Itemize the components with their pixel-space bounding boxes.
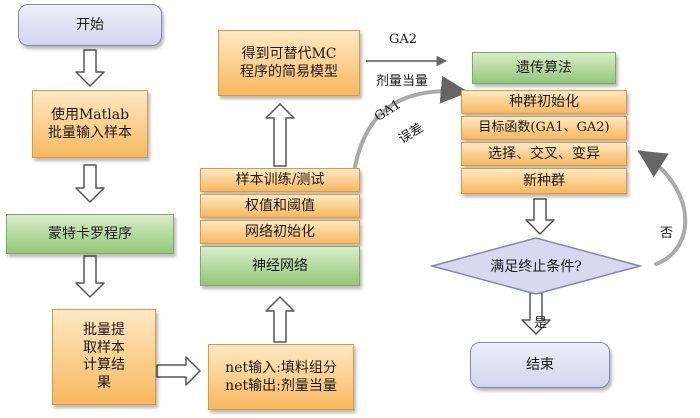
start-label: 开始 [76,16,104,33]
pop-init-node: 种群初始化 [461,90,627,114]
net-output-label: net输出:剂量当量 [225,378,337,394]
weights-label: 权值和阈值 [245,197,315,214]
net-init-label: 网络初始化 [245,223,315,240]
neural-net-label: 神经网络 [252,257,308,274]
batch-line4: 果 [97,374,111,391]
objective-node: 目标函数(GA1、GA2) [461,116,627,140]
batch-line2: 取样本 [83,339,125,356]
no-label: 否 [660,226,674,241]
arrow-matlab-to-montecarlo [75,164,105,203]
ga-node: 遗传算法 [472,52,616,84]
matlab-line1: 使用Matlab [50,106,130,123]
net-input-label: net输入:填料组分 [225,359,337,376]
model-line2: 程序的简易模型 [240,64,338,80]
operators-node: 选择、交叉、变异 [461,142,627,166]
arrow-netio-to-neuralnet [265,296,295,343]
ga-label: 遗传算法 [516,59,572,76]
objective-label: 目标函数(GA1、GA2) [478,119,610,135]
new-pop-node: 新种群 [461,168,627,194]
dose-label: 剂量当量 [376,74,429,89]
ga1-label: GA1 [372,97,404,125]
batch-line1: 批量提 [83,322,125,338]
net-io-node: net输入:填料组分 net输出:剂量当量 [208,344,354,410]
end-label: 结束 [526,356,554,373]
monte-carlo-label: 蒙特卡罗程序 [48,225,132,242]
train-test-label: 样本训练/测试 [235,171,325,188]
matlab-line2: 批量输入样本 [48,125,132,141]
start-node: 开始 [18,4,162,46]
condition-label: 满足终止条件? [490,258,582,275]
net-init-node: 网络初始化 [200,220,360,244]
matlab-input-node: 使用Matlab 批量输入样本 [32,90,148,158]
condition-label-wrap: 满足终止条件? [452,254,620,280]
monte-carlo-node: 蒙特卡罗程序 [6,214,174,254]
weights-node: 权值和阈值 [200,194,360,218]
arrow-newpop-to-condition [525,198,555,235]
model-line1: 得到可替代MC [241,45,337,62]
end-node: 结束 [470,342,610,388]
operators-label: 选择、交叉、变异 [488,145,600,162]
arrow-start-to-matlab [75,49,105,87]
new-pop-label: 新种群 [523,172,565,189]
arrow-train-to-model [265,103,295,167]
train-test-node: 样本训练/测试 [200,168,360,192]
batch-results-node: 批量提 取样本 计算结 果 [52,309,156,405]
ga2-label: GA2 [389,32,418,47]
curve-no-loop [637,150,688,266]
neural-net-node: 神经网络 [200,246,360,286]
arrow-montecarlo-to-batch [75,255,105,298]
yes-label: 是 [534,316,548,331]
batch-line3: 计算结 [83,357,125,373]
arrow-batch-to-netio [156,356,201,386]
pop-init-label: 种群初始化 [509,93,579,110]
error-label: 误差 [396,120,427,148]
model-node: 得到可替代MC 程序的简易模型 [218,30,360,96]
